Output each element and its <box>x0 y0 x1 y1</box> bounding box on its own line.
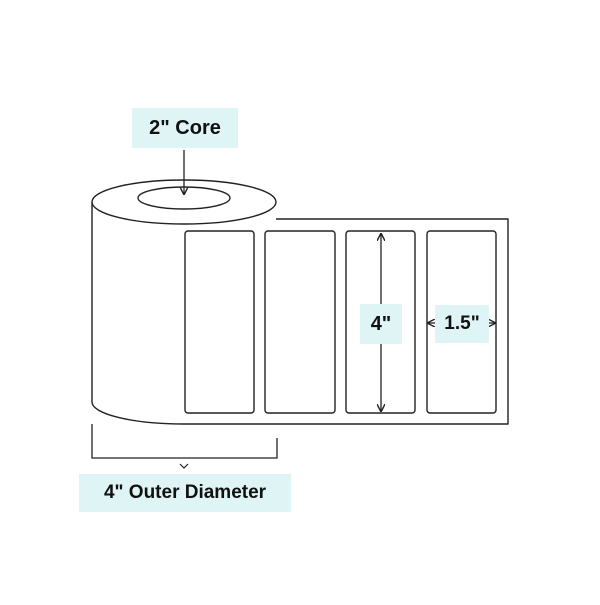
diameter-chevron <box>179 463 189 469</box>
label-height-text: 4" <box>370 312 392 335</box>
diameter-bracket <box>91 424 278 459</box>
label-height-label: 4" <box>360 304 402 344</box>
core-size-label: 2" Core <box>132 108 238 148</box>
outer-diameter-text: 4" Outer Diameter <box>103 482 267 503</box>
label-width-label: 1.5" <box>435 305 489 343</box>
core-size-text: 2" Core <box>149 116 221 139</box>
label-width-text: 1.5" <box>444 313 480 334</box>
outer-diameter-label: 4" Outer Diameter <box>79 474 291 512</box>
label-2 <box>264 230 336 414</box>
label-1 <box>184 230 255 414</box>
